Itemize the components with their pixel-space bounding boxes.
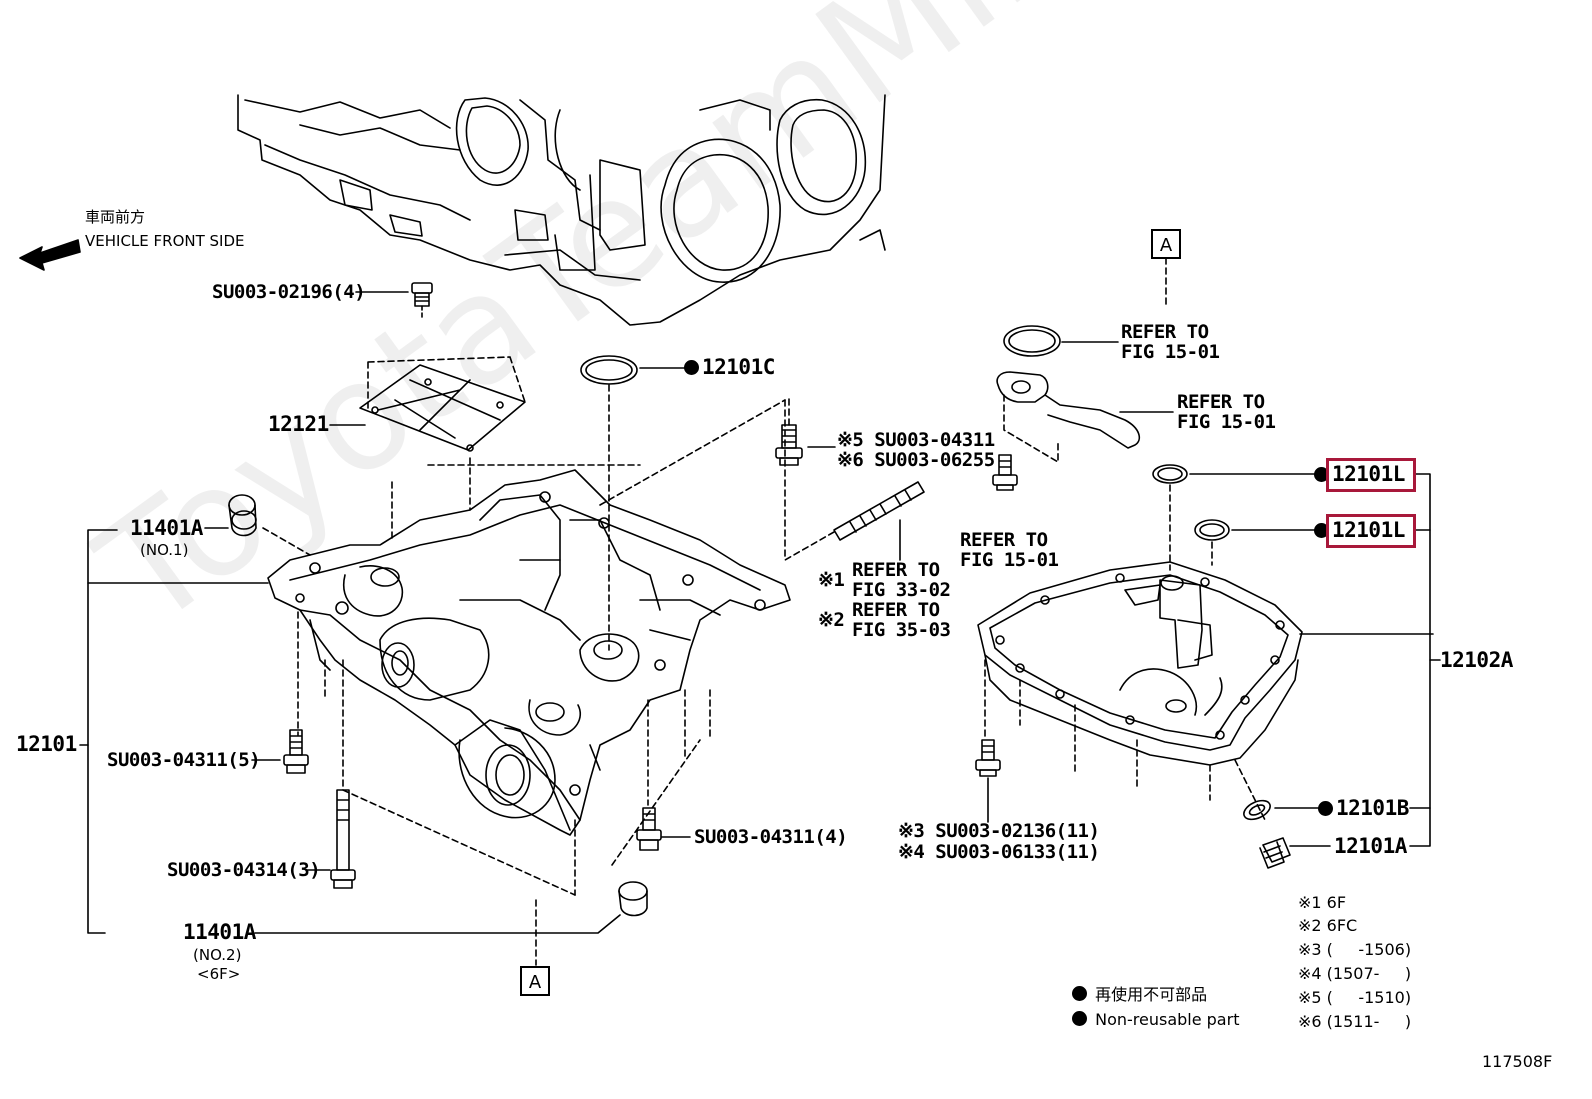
oring-12101l-b bbox=[1194, 519, 1230, 541]
oring-12101c bbox=[580, 355, 638, 385]
leader-11401a-no2 bbox=[254, 914, 621, 934]
oring-ref-15-01 bbox=[1003, 325, 1061, 357]
pan-dashed-lines bbox=[297, 399, 786, 966]
label-su003-04311-4[interactable]: SU003-04311(4) bbox=[694, 826, 848, 848]
label-11401a-no1[interactable]: 11401A bbox=[130, 516, 203, 540]
bracket-12101 bbox=[87, 529, 118, 934]
oil-pan-12101 bbox=[267, 469, 791, 836]
ref-box-a-bottom: A bbox=[520, 966, 550, 996]
label-12121[interactable]: 12121 bbox=[268, 412, 329, 436]
front-side-jp: 車両前方 bbox=[85, 208, 146, 226]
note-5: ※5 ( -1510) bbox=[1298, 988, 1412, 1007]
refer-fig-15-01-a[interactable]: FIG 15-01 bbox=[1121, 341, 1220, 363]
non-reusable-dot bbox=[684, 360, 699, 375]
note-1: ※1 6F bbox=[1298, 893, 1347, 912]
bolt-04311-5 bbox=[283, 729, 309, 774]
label-su003-02196[interactable]: SU003-02196(4) bbox=[212, 281, 366, 303]
bolt-02196 bbox=[411, 282, 433, 321]
bolt-04314-3 bbox=[330, 789, 356, 889]
label-12101a[interactable]: 12101A bbox=[1334, 834, 1407, 858]
bolt-02136 bbox=[975, 739, 1001, 777]
refer-to-5: REFER TO bbox=[852, 599, 940, 621]
label-no2: (NO.2) bbox=[193, 946, 242, 964]
label-6f: <6F> bbox=[197, 965, 241, 983]
label-12102a[interactable]: 12102A bbox=[1440, 648, 1513, 672]
label-su003-04311-5[interactable]: SU003-04311(5) bbox=[107, 749, 261, 771]
label-12101l-a[interactable]: 12101L bbox=[1314, 464, 1405, 485]
non-reusable-dot bbox=[1318, 801, 1333, 816]
mark-x2: ※2 bbox=[818, 609, 845, 631]
legend-dot bbox=[1072, 986, 1087, 1001]
note-4: ※4 (1507- ) bbox=[1298, 964, 1412, 983]
refer-fig-35-03[interactable]: FIG 35-03 bbox=[852, 619, 951, 641]
label-12101[interactable]: 12101 bbox=[16, 732, 77, 756]
refer-fig-15-01-b[interactable]: FIG 15-01 bbox=[1177, 411, 1276, 433]
figure-id: 117508F bbox=[1482, 1052, 1553, 1071]
label-12101b[interactable]: 12101B bbox=[1318, 798, 1409, 819]
label-su003-02136-x3[interactable]: ※3 SU003-02136(11) bbox=[898, 820, 1100, 842]
legend-en: Non-reusable part bbox=[1072, 1010, 1239, 1030]
bolt-ref-15-01 bbox=[992, 454, 1018, 491]
oil-strainer bbox=[996, 371, 1141, 463]
mark-x1: ※1 bbox=[818, 569, 845, 591]
legend-dot bbox=[1072, 1011, 1087, 1026]
bolt-04311-4 bbox=[636, 807, 662, 851]
ref-box-a-top: A bbox=[1151, 229, 1181, 259]
refer-to-2: REFER TO bbox=[1177, 391, 1265, 413]
label-11401a-no2[interactable]: 11401A bbox=[183, 920, 256, 944]
highlight-12101l-a bbox=[1326, 458, 1416, 492]
label-no1: (NO.1) bbox=[140, 541, 189, 559]
non-reusable-dot bbox=[1314, 467, 1329, 482]
refer-to-1: REFER TO bbox=[1121, 321, 1209, 343]
legend-jp: 再使用不可部品 bbox=[1072, 985, 1207, 1005]
drain-plug-12101a bbox=[1259, 837, 1291, 869]
note-3: ※3 ( -1506) bbox=[1298, 940, 1412, 959]
highlight-12101l-b bbox=[1326, 514, 1416, 548]
note-6: ※6 (1511- ) bbox=[1298, 1012, 1412, 1031]
label-su003-04314-3[interactable]: SU003-04314(3) bbox=[167, 859, 321, 881]
oring-12101l-a bbox=[1152, 464, 1188, 484]
non-reusable-dot bbox=[1314, 523, 1329, 538]
label-12101c[interactable]: 12101C bbox=[684, 357, 775, 378]
label-su003-06255-x6[interactable]: ※6 SU003-06255 bbox=[837, 449, 995, 471]
label-su003-06133-x4[interactable]: ※4 SU003-06133(11) bbox=[898, 841, 1100, 863]
plate-12121 bbox=[359, 356, 526, 452]
refer-to-3: REFER TO bbox=[960, 529, 1048, 551]
front-side-en: VEHICLE FRONT SIDE bbox=[85, 232, 245, 250]
plug-11401a-no1 bbox=[228, 494, 257, 537]
stud-bolt bbox=[784, 481, 925, 561]
bolt-04311-top bbox=[775, 394, 803, 466]
plug-11401a-no2 bbox=[618, 881, 648, 917]
refer-fig-15-01-c[interactable]: FIG 15-01 bbox=[960, 549, 1059, 571]
gasket-12101b bbox=[1243, 799, 1271, 821]
refer-fig-33-02[interactable]: FIG 33-02 bbox=[852, 579, 951, 601]
pan-right-dashed bbox=[984, 659, 1266, 821]
label-12101l-b[interactable]: 12101L bbox=[1314, 520, 1405, 541]
front-arrow bbox=[19, 239, 81, 271]
label-su003-04311-x5[interactable]: ※5 SU003-04311 bbox=[837, 429, 995, 451]
note-2: ※2 6FC bbox=[1298, 916, 1358, 935]
oil-pan-12102a bbox=[977, 561, 1303, 766]
refer-to-4: REFER TO bbox=[852, 559, 940, 581]
engine-block-outline bbox=[237, 94, 886, 326]
